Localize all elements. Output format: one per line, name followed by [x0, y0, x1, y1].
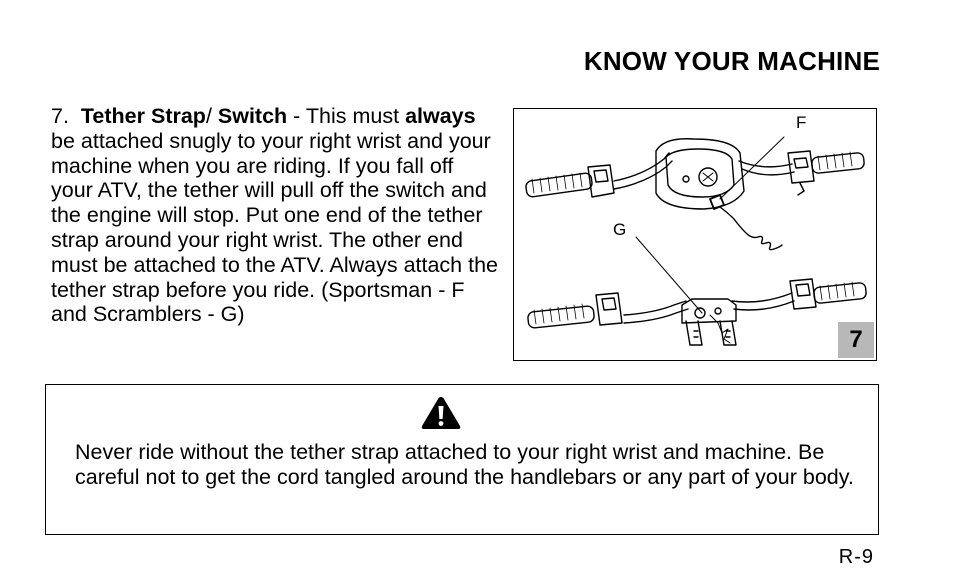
- item-emphasis: always: [405, 104, 476, 128]
- figure-number: 7: [838, 322, 874, 358]
- page-number: R-9: [838, 546, 874, 568]
- item-text-2: be attached snugly to your right wrist a…: [51, 128, 498, 327]
- warning-box: Never ride without the tether strap atta…: [45, 384, 879, 535]
- item-title-separator: /: [205, 104, 218, 128]
- item-title-tether-strap: Tether Strap: [80, 104, 206, 128]
- item-text-1: - This must: [287, 104, 406, 128]
- callout-g: G: [613, 220, 627, 239]
- tether-strap-paragraph: 7. Tether Strap/ Switch - This must alwa…: [51, 104, 501, 327]
- callout-f: F: [796, 113, 807, 132]
- item-title-switch: Switch: [217, 104, 288, 128]
- item-number: 7.: [51, 104, 69, 128]
- warning-text: Never ride without the tether strap atta…: [75, 440, 854, 489]
- handlebar-figure: F G 7: [513, 108, 877, 361]
- handlebar-illustration: [525, 136, 867, 346]
- section-title: KNOW YOUR MACHINE: [583, 46, 880, 76]
- warning-icon: [421, 397, 461, 429]
